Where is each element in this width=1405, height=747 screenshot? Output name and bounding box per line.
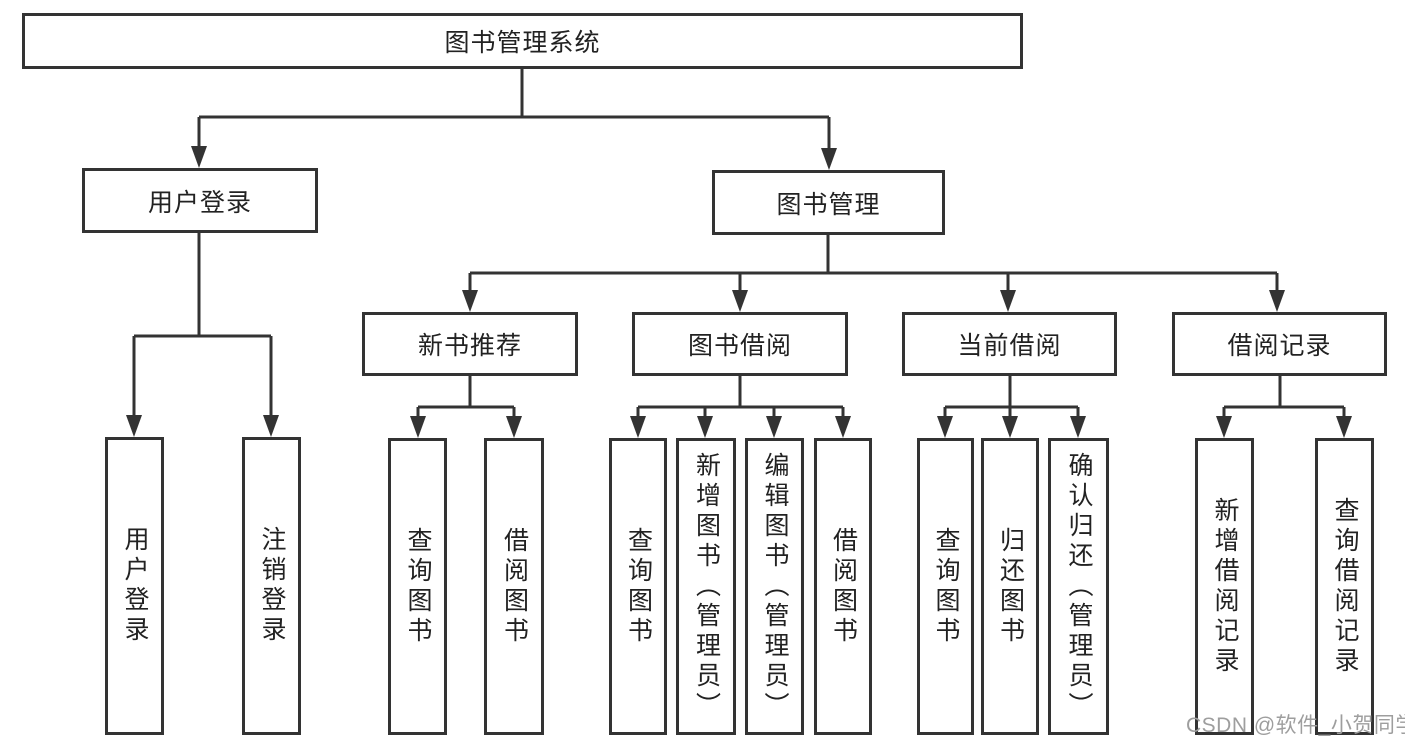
node-borrowing-records: 借阅记录 bbox=[1172, 312, 1387, 376]
leaf-user-login: 用户登录 bbox=[105, 437, 164, 735]
node-label: 编辑图书（管理员） bbox=[761, 451, 789, 722]
node-label: 图书管理 bbox=[776, 190, 881, 219]
leaf-return-books: 归还图书 bbox=[981, 438, 1039, 735]
node-label: 查询借阅记录 bbox=[1331, 496, 1359, 677]
node-label: 确认归还（管理员） bbox=[1065, 451, 1093, 722]
node-label: 新书推荐 bbox=[417, 332, 522, 360]
node-label: 借阅图书 bbox=[500, 526, 529, 647]
node-current-borrowing: 当前借阅 bbox=[902, 312, 1117, 376]
node-label: 查询图书 bbox=[404, 526, 432, 647]
leaf-edit-books-admin: 编辑图书（管理员） bbox=[745, 438, 804, 735]
connector-paths bbox=[132, 68, 1346, 431]
node-label: 图书管理系统 bbox=[444, 29, 601, 57]
node-label: 当前借阅 bbox=[957, 332, 1062, 360]
node-label: 借阅图书 bbox=[829, 526, 858, 647]
node-label: 用户登录 bbox=[147, 188, 252, 217]
node-label: 图书借阅 bbox=[687, 332, 792, 360]
leaf-query-books-1: 查询图书 bbox=[388, 438, 447, 735]
csdn-watermark: CSDN @软件_小贺同学 bbox=[1186, 714, 1405, 737]
leaf-logout: 注销登录 bbox=[242, 437, 301, 735]
node-user-login: 用户登录 bbox=[82, 168, 318, 233]
leaf-add-borrow-record: 新增借阅记录 bbox=[1195, 438, 1254, 735]
node-label: 归还图书 bbox=[996, 526, 1025, 647]
node-label: 借阅记录 bbox=[1227, 332, 1332, 360]
node-library-management-system: 图书管理系统 bbox=[22, 13, 1023, 69]
node-label: 查询图书 bbox=[932, 526, 960, 647]
leaf-query-books-3: 查询图书 bbox=[917, 438, 974, 735]
connector-arrowheads bbox=[126, 146, 1352, 438]
node-label: 新增借阅记录 bbox=[1211, 496, 1239, 677]
node-label: 查询图书 bbox=[624, 526, 653, 647]
node-new-book-recommendation: 新书推荐 bbox=[362, 312, 578, 376]
leaf-query-borrow-record: 查询借阅记录 bbox=[1315, 438, 1374, 735]
node-label: 新增图书（管理员） bbox=[692, 451, 721, 722]
leaf-borrow-books-2: 借阅图书 bbox=[814, 438, 872, 735]
leaf-borrow-books-1: 借阅图书 bbox=[484, 438, 544, 735]
node-book-management: 图书管理 bbox=[712, 170, 945, 235]
node-label: 注销登录 bbox=[258, 526, 286, 646]
leaf-add-books-admin: 新增图书（管理员） bbox=[676, 438, 736, 735]
leaf-confirm-return-admin: 确认归还（管理员） bbox=[1048, 438, 1109, 735]
leaf-query-books-2: 查询图书 bbox=[609, 438, 667, 735]
node-label: 用户登录 bbox=[121, 526, 149, 646]
node-book-borrowing: 图书借阅 bbox=[632, 312, 848, 376]
